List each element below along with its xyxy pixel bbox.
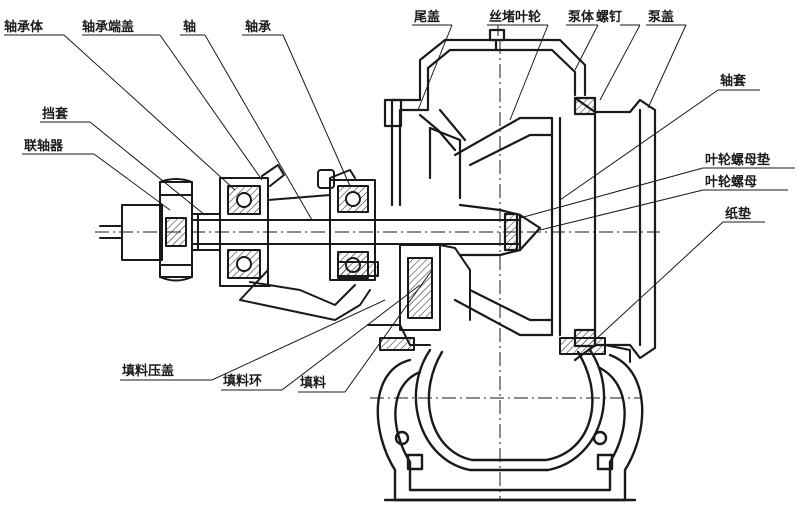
label-impeller-nut-washer: 叶轮螺母垫 — [519, 152, 795, 219]
label-text-shaft-sleeve: 轴套 — [720, 73, 747, 89]
label-packing-ring: 填料环 — [221, 284, 421, 391]
label-text-paper-gasket: 纸垫 — [725, 206, 751, 222]
label-screw: 螺钉 — [596, 9, 641, 101]
shaft-part — [99, 213, 521, 251]
impeller-part — [453, 116, 562, 337]
label-text-impeller-nut: 叶轮螺母 — [705, 174, 757, 190]
label-text-pump-body: 泵体 — [568, 9, 595, 25]
label-impeller-retainer: 丝堵叶轮 — [487, 9, 549, 121]
pump-casing-upper — [383, 28, 587, 207]
paper-gasket-part — [559, 337, 631, 363]
label-tail-cover: 尾盖 — [412, 9, 453, 111]
label-text-bearing: 轴承 — [245, 19, 271, 35]
coupling-part — [121, 178, 193, 282]
label-text-coupling: 联轴器 — [24, 138, 64, 154]
label-text-screw: 螺钉 — [596, 9, 622, 25]
stuffing-box — [367, 244, 471, 351]
volute-body — [376, 348, 644, 502]
pump-cover-part — [573, 96, 657, 362]
label-text-retaining-sleeve: 挡套 — [42, 106, 69, 122]
label-coupling: 联轴器 — [22, 138, 171, 211]
label-text-packing-ring: 填料环 — [223, 373, 262, 389]
label-text-bearing-end-cover: 轴承端盖 — [82, 19, 134, 35]
label-pump-cover: 泵盖 — [646, 9, 687, 109]
label-bearing-body: 轴承体 — [4, 19, 236, 191]
label-text-packing: 填料 — [300, 375, 326, 391]
label-shaft-sleeve: 轴套 — [559, 73, 760, 201]
label-retaining-sleeve: 挡套 — [40, 106, 206, 216]
label-text-impeller-nut-washer: 叶轮螺母垫 — [705, 152, 770, 168]
label-bearing: 轴承 — [242, 19, 351, 187]
label-paper-gasket: 纸垫 — [594, 206, 765, 341]
label-shaft: 轴 — [180, 19, 313, 221]
label-text-bearing-body: 轴承体 — [4, 19, 44, 35]
label-text-shaft: 轴 — [183, 19, 196, 35]
label-text-packing-gland: 填料压盖 — [122, 363, 174, 379]
label-packing-gland: 填料压盖 — [120, 299, 386, 381]
label-packing: 填料 — [298, 269, 433, 393]
label-text-impeller-retainer: 丝堵叶轮 — [489, 9, 541, 25]
label-text-pump-cover: 泵盖 — [648, 9, 674, 25]
left-bearing-assembly — [219, 164, 285, 287]
label-bearing-end-cover: 轴承端盖 — [82, 19, 263, 181]
bearing-housing — [239, 169, 379, 321]
label-text-tail-cover: 尾盖 — [414, 9, 440, 25]
label-impeller-nut: 叶轮螺母 — [539, 174, 788, 231]
label-pump-body: 泵体 — [566, 9, 599, 71]
